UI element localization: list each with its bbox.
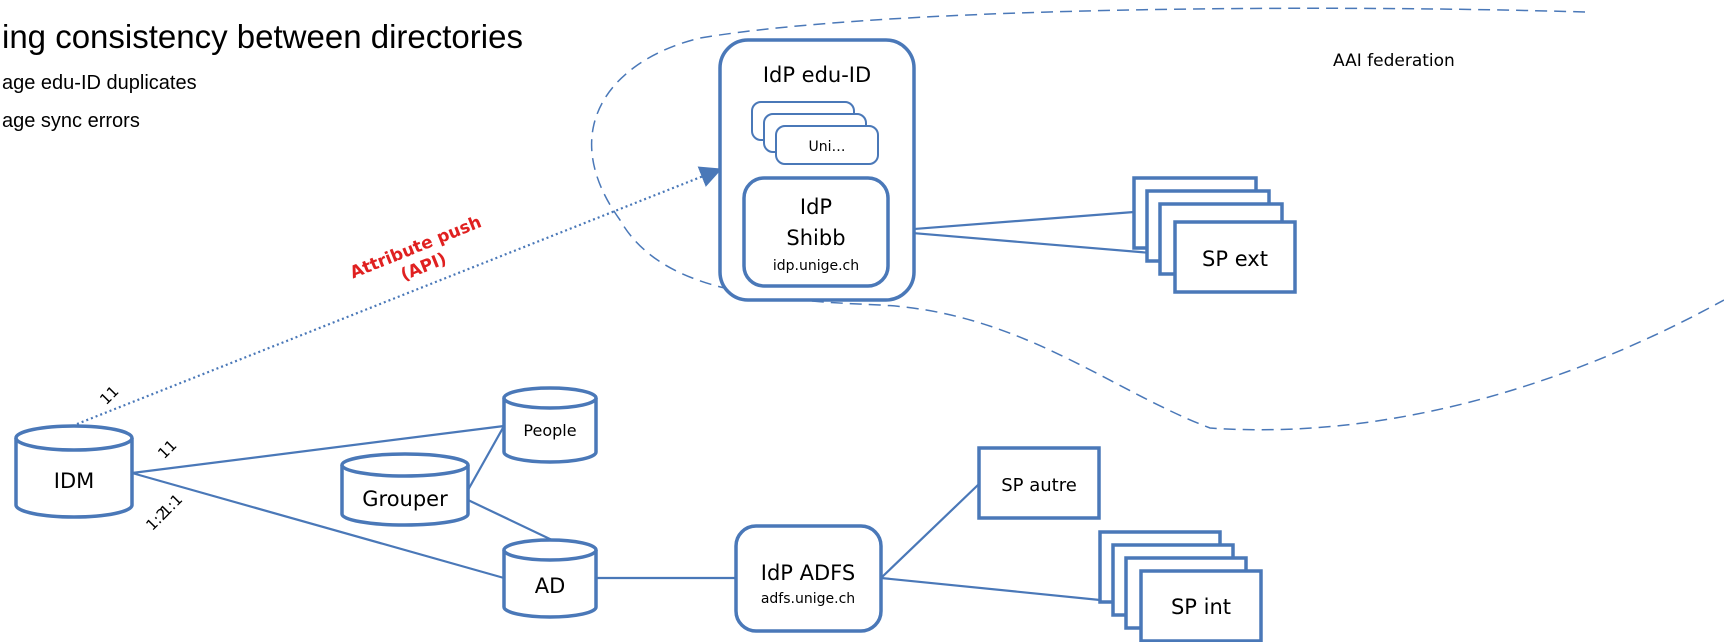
attribute-push-label: Attribute push (API) [347,212,484,285]
sp-ext-label: SP ext [1202,247,1268,271]
idm-label: IDM [54,469,94,493]
line-idm-to-people [131,424,505,475]
uni-stack-label: Uni… [808,139,845,155]
line-grouper-to-ad [467,499,553,541]
line-shibb-to-sp-ext-front [887,229,1176,257]
heading-bullet-2: age sync errors [2,110,140,132]
line-adfs-to-sp-int [880,576,1101,602]
idp-shibb-line1: IdP [800,195,832,219]
idp-shibb-line2: Shibb [786,226,845,250]
line-shibb-to-sp-ext-back [887,210,1135,233]
ad-label: AD [535,574,566,598]
aai-federation-boundary [591,7,1724,431]
idp-eduid-box: IdP edu-ID Uni… IdP Shibb idp.unige.ch [718,38,916,302]
heading-bullet-1: age edu-ID duplicates [2,72,197,94]
people-database-icon: People [502,386,598,464]
line-grouper-to-people [467,425,505,491]
idp-shibb-host: idp.unige.ch [773,258,859,274]
sp-int-label: SP int [1171,595,1231,619]
sp-int-stack: SP int [1098,530,1263,642]
people-label: People [523,421,576,440]
grouper-database-icon: Grouper [340,452,470,527]
cardinality-idm-people: 11 [154,436,180,462]
cardinality-idm-push: 11 [96,382,122,408]
sp-autre-label: SP autre [1001,475,1077,496]
idp-adfs-title: IdP ADFS [761,561,855,585]
idp-adfs-host: adfs.unige.ch [761,591,855,607]
idp-eduid-title: IdP edu-ID [763,63,871,87]
idp-adfs-box: IdP ADFS adfs.unige.ch [734,524,883,633]
idp-shibb-box: IdP Shibb idp.unige.ch [742,176,890,288]
idm-database-icon: IDM [14,424,134,519]
heading-title: ing consistency between directories [2,18,523,55]
aai-federation-label: AAI federation [1333,51,1455,71]
ad-database-icon: AD [502,538,598,619]
connector-lines [131,210,1176,602]
uni-stack: Uni… [751,101,879,165]
attribute-push-arrow [76,166,723,426]
grouper-label: Grouper [362,487,448,511]
sp-ext-stack: SP ext [1132,176,1297,294]
line-adfs-to-sp-autre [880,483,980,579]
line-idm-to-ad [131,471,505,580]
sp-autre-box: SP autre [977,446,1101,520]
